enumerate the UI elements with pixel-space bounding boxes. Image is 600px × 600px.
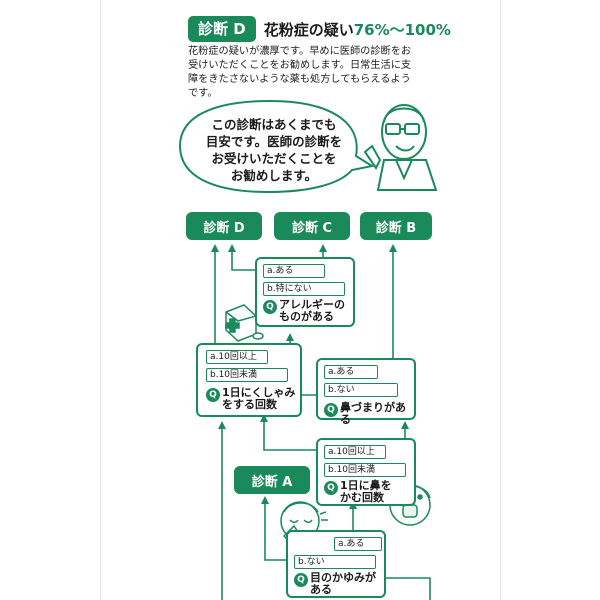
- page-divider-right: [500, 0, 501, 600]
- question-text: 鼻づまりがある: [340, 402, 414, 426]
- option-b[interactable]: b.特にない: [263, 282, 345, 296]
- option-a[interactable]: a.10回以上: [206, 350, 268, 364]
- question-itchy-eyes: a.ある b.ない Q 目のかゆみが ある: [286, 530, 386, 598]
- result-a-button[interactable]: 診断 A: [234, 466, 310, 494]
- question-blow-nose-count: a.10回以上 b.10回未満 Q 1日に鼻を かむ回数: [316, 438, 416, 506]
- question-row: Q 目のかゆみが ある: [294, 572, 376, 596]
- result-b-button[interactable]: 診断 B: [360, 212, 432, 240]
- option-b[interactable]: b.10回未満: [324, 463, 406, 477]
- question-row: Q 鼻づまりがある: [324, 402, 414, 426]
- option-b[interactable]: b.ない: [324, 383, 398, 397]
- question-icon: Q: [324, 403, 338, 417]
- diagnosis-title-prefix: 花粉症の疑い: [263, 20, 354, 39]
- question-row: Q アレルギーの ものがある: [263, 299, 345, 323]
- question-line: をする回数: [222, 398, 277, 411]
- arrow-itchy-b-to-a: [261, 496, 290, 561]
- question-icon: Q: [324, 481, 338, 495]
- doctor-illustration: [363, 104, 438, 191]
- question-line: 1日に鼻を: [340, 479, 392, 492]
- diagnosis-title-range: 76%〜100%: [353, 20, 451, 39]
- question-line: ある: [310, 583, 332, 596]
- bubble-line: 目安です。医師の診断を: [205, 134, 343, 149]
- arrow-blow-b-to-sneeze: [260, 414, 320, 451]
- question-sneeze-count: a.10回以上 b.10回未満 Q 1日にくしゃみ をする回数: [196, 343, 302, 417]
- speech-bubble: [178, 99, 375, 194]
- bubble-line: お勧めします。: [230, 168, 318, 183]
- question-line: 鼻づまりがある: [340, 401, 406, 426]
- question-text: 1日に鼻を かむ回数: [340, 480, 392, 504]
- question-icon: Q: [294, 573, 308, 587]
- question-row: Q 1日に鼻を かむ回数: [324, 480, 392, 504]
- diagnosis-header: 診断 D 花粉症の疑い76%〜100%: [188, 16, 451, 42]
- result-c-button[interactable]: 診断 C: [274, 212, 350, 240]
- question-stuffy-nose: a.ある b.ない Q 鼻づまりがある: [316, 358, 416, 426]
- diagnosis-tag: 診断 D: [188, 16, 256, 42]
- question-text: 目のかゆみが ある: [310, 572, 376, 596]
- diagnosis-title: 花粉症の疑い76%〜100%: [264, 19, 451, 40]
- question-line: アレルギーの: [279, 298, 345, 311]
- question-line: かむ回数: [340, 491, 384, 504]
- option-a[interactable]: a.ある: [263, 264, 325, 278]
- option-b[interactable]: b.10回未満: [206, 368, 288, 382]
- question-text: アレルギーの ものがある: [279, 299, 345, 323]
- line-itchy-to-next: [385, 577, 431, 600]
- question-row: Q 1日にくしゃみ をする回数: [206, 387, 295, 411]
- result-d-button[interactable]: 診断 D: [186, 212, 262, 240]
- question-icon: Q: [206, 388, 220, 402]
- question-text: 1日にくしゃみ をする回数: [222, 387, 295, 411]
- question-line: 目のかゆみが: [310, 571, 376, 584]
- bubble-line: この診断はあくまでも: [211, 117, 337, 132]
- question-line: 1日にくしゃみ: [222, 386, 296, 399]
- page-divider-left: [100, 0, 101, 600]
- speech-bubble-text: この診断はあくまでも 目安です。医師の診断を お受けいただくことを お勧めします…: [194, 116, 354, 184]
- intro-paragraph: 花粉症の疑いが濃厚です。早めに医師の診断をお受けいただくことをお勧めします。日常…: [188, 46, 412, 99]
- option-a[interactable]: a.ある: [334, 537, 382, 551]
- option-b[interactable]: b.ない: [294, 555, 376, 569]
- question-icon: Q: [263, 300, 277, 314]
- question-allergy: a.ある b.特にない Q アレルギーの ものがある: [255, 257, 355, 327]
- medicine-box-icon: [225, 304, 264, 342]
- bubble-line: お受けいただくことを: [211, 151, 337, 166]
- option-a[interactable]: a.ある: [324, 365, 378, 379]
- question-line: ものがある: [279, 310, 334, 323]
- option-a[interactable]: a.10回以上: [324, 445, 386, 459]
